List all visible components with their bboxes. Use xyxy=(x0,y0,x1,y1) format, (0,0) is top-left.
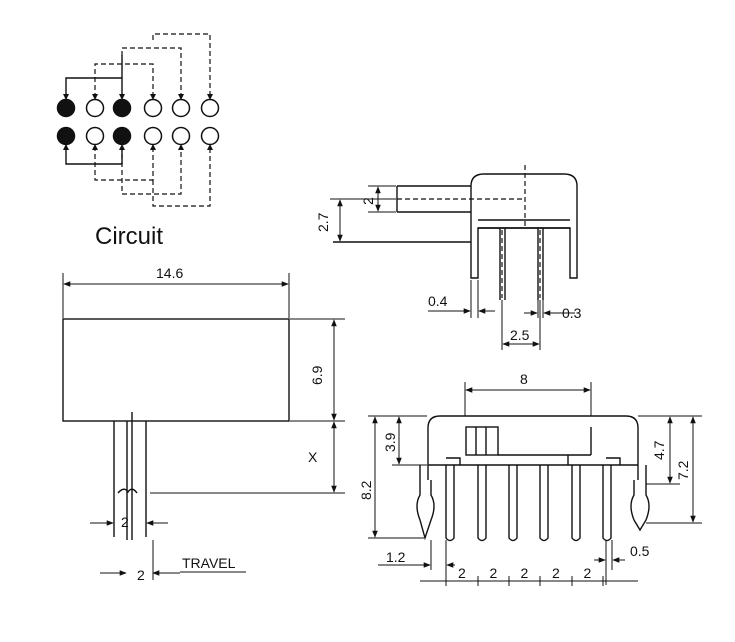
dim-body-height: 6.9 xyxy=(309,365,325,385)
dim-actuator-offset: 2.7 xyxy=(315,212,331,232)
dim-top-width: 8 xyxy=(520,371,528,387)
pin xyxy=(571,465,581,542)
dim-height-8-2: 8.2 xyxy=(358,480,374,500)
dim-height-7-2: 7.2 xyxy=(675,460,691,480)
contact-open xyxy=(143,98,163,118)
contact-open xyxy=(200,126,220,146)
dim-height-4-7: 4.7 xyxy=(651,440,667,460)
dim-pin-offset-left: 1.2 xyxy=(386,549,406,565)
dim-travel-x: X xyxy=(308,449,318,465)
circuit-diagram: Circuit xyxy=(56,33,220,250)
contact-open xyxy=(85,126,105,146)
contact-closed xyxy=(56,126,76,146)
pin xyxy=(539,465,549,542)
pin xyxy=(508,465,518,542)
dim-tab-thickness: 0.3 xyxy=(562,305,582,321)
pin-row xyxy=(445,465,612,542)
dim-pin-offset-right: 0.5 xyxy=(630,543,650,559)
pitch-label: 2 xyxy=(552,565,560,581)
contact-open xyxy=(200,98,220,118)
contacts-top-row xyxy=(56,98,220,118)
bottom-view: 8 3.9 8.2 4.7 7.2 xyxy=(358,371,702,586)
side-view: 2 2.7 0.4 0.3 2.5 xyxy=(315,165,582,350)
contact-open xyxy=(143,126,163,146)
pitch-label: 2 xyxy=(458,565,466,581)
dim-pin-thickness: 0.4 xyxy=(428,293,448,309)
pin xyxy=(602,465,612,542)
pitch-label: 2 xyxy=(521,565,529,581)
dim-width-total: 14.6 xyxy=(156,265,183,281)
contact-open xyxy=(171,126,191,146)
contacts-bottom-row xyxy=(56,126,220,146)
pin xyxy=(445,465,455,542)
pin-pitch-dims: 2 2 2 2 2 xyxy=(445,565,604,586)
dim-actuator-width: 2 xyxy=(121,514,129,530)
contact-open xyxy=(85,98,105,118)
pitch-label: 2 xyxy=(584,565,592,581)
pitch-label: 2 xyxy=(490,565,498,581)
dim-actuator-height: 2 xyxy=(360,197,376,205)
circuit-label: Circuit xyxy=(95,223,163,250)
dim-travel: 2 xyxy=(137,567,145,583)
dim-pin-row-spacing: 2.5 xyxy=(510,327,530,343)
contact-open xyxy=(171,98,191,118)
pin xyxy=(477,465,487,542)
front-view: 14.6 6.9 X 2 2 TRAVEL xyxy=(62,265,345,583)
dim-height-3-9: 3.9 xyxy=(382,432,398,452)
travel-label: TRAVEL xyxy=(182,555,236,571)
contact-closed xyxy=(112,126,132,146)
contact-closed xyxy=(56,98,76,118)
contact-closed xyxy=(112,98,132,118)
